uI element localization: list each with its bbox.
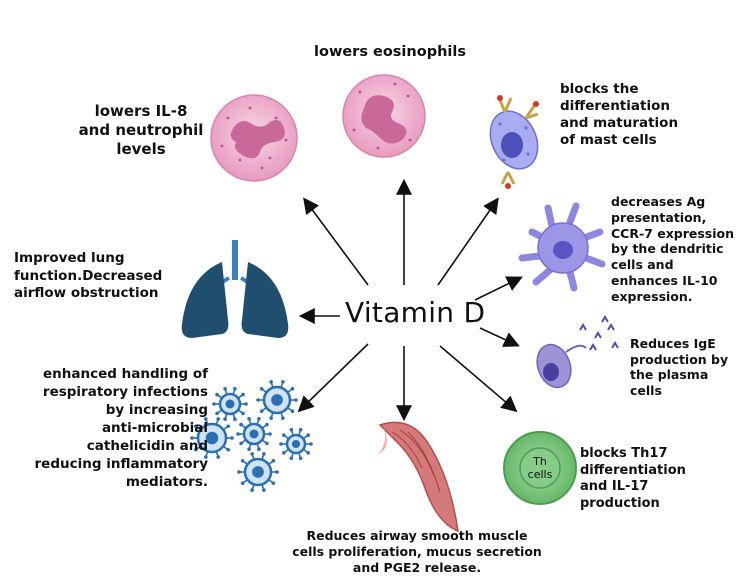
mast-cell-icon	[489, 95, 539, 189]
arrow-to-th17	[439, 345, 518, 413]
virus-icon	[237, 452, 279, 492]
label-th17: blocks Th17 differentiation and IL-17 pr…	[580, 446, 686, 511]
arrow-to-mast	[437, 197, 499, 286]
virus-icon	[236, 416, 272, 452]
label-lung: Improved lung function.Decreased airflow…	[14, 250, 163, 301]
label-neutrophil: lowers IL-8 and neutrophil levels	[78, 102, 204, 158]
neutrophil-icon	[210, 94, 298, 182]
lung-icon	[181, 240, 289, 338]
virus-icon	[279, 427, 313, 461]
label-smooth-muscle: Reduces airway smooth muscle cells proli…	[292, 528, 542, 575]
arrows	[297, 178, 523, 422]
smooth-muscle-icon	[378, 421, 459, 533]
label-plasma-cell: Reduces IgE production by the plasma cel…	[630, 336, 729, 398]
arrow-to-infections	[297, 343, 369, 413]
arrow-to-dendritic	[474, 276, 523, 301]
eosinophil-icon	[342, 74, 426, 158]
label-eosinophils: lowers eosinophils	[314, 44, 466, 60]
center-title: Vitamin D	[345, 296, 486, 329]
arrow-to-neutrophil	[303, 197, 369, 286]
label-mast-cell: blocks the differentiation and maturatio…	[560, 81, 679, 148]
dendritic-cell-icon	[518, 202, 606, 292]
th-cell-icon	[503, 431, 577, 505]
arrow-to-plasma	[479, 327, 520, 347]
virus-icon	[212, 386, 248, 422]
label-dendritic-cell: decreases Ag presentation, CCR-7 express…	[611, 194, 734, 304]
virus-icon	[256, 380, 298, 420]
th-cell-text: Th cells	[527, 455, 553, 481]
label-infections: enhanced handling of respiratory infecti…	[34, 366, 208, 490]
plasma-cell-icon	[536, 315, 619, 389]
virus-icons	[190, 380, 313, 492]
virus-icon	[190, 417, 234, 459]
